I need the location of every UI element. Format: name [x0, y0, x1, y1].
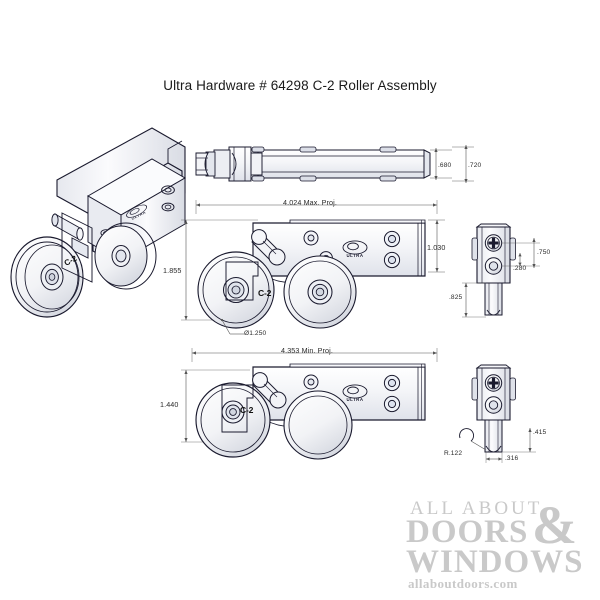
dim-screw-spacing-label: .750: [537, 249, 551, 256]
dimension-screw-spacing: [502, 238, 540, 268]
hub-hole-lower: [484, 396, 503, 414]
part-tag-max-proj: C-2: [258, 288, 272, 298]
dimension-wheel-width-lower: [485, 452, 503, 463]
dim-wheel-diameter-label: Ø1.250: [244, 330, 267, 337]
adjustment-pin-isometric: [51, 213, 89, 259]
page-title: Ultra Hardware # 64298 C-2 Roller Assemb…: [163, 78, 437, 93]
dimension-hole-offset: [518, 253, 522, 266]
dim-radius-label: R.122: [444, 450, 463, 457]
hub-hole-upper: [484, 257, 503, 275]
dim-min-proj-height-label: 1.440: [160, 400, 179, 409]
watermark-url: allaboutdoors.com: [408, 576, 518, 591]
phillips-screw-lower: [484, 374, 503, 392]
adjustment-screw-min: [252, 372, 287, 409]
part-tag-min-proj: C-2: [240, 405, 254, 415]
dimension-wheel-height-upper: [462, 282, 486, 318]
dim-max-proj-length-label: 4.024 Max. Proj.: [283, 198, 337, 207]
watermark-line-1: ALL ABOUT: [410, 498, 543, 519]
wheel-front-isometric: [10, 236, 84, 318]
dimension-max-proj-length: [195, 200, 438, 214]
wheel-front-min: [195, 382, 271, 458]
dim-max-proj-plate-height-label: 1.030: [427, 243, 446, 252]
leader-radius: [459, 428, 487, 451]
dimension-max-proj-plate-height: [428, 219, 445, 273]
dim-min-proj-length-label: 4.353 Min. Proj.: [281, 346, 333, 355]
min-projection-view: [181, 348, 438, 460]
watermark-logo: ALL ABOUT DOORS & WINDOWS allaboutdoors.…: [392, 494, 592, 591]
watermark-line-2: DOORS: [406, 514, 529, 550]
dim-wheel-width-lower-label: .316: [505, 455, 519, 462]
lower-end-view: [459, 364, 536, 463]
dim-top-outer-label: .720: [468, 162, 482, 169]
dimension-wheel-height-lower: [503, 428, 536, 453]
dim-max-proj-height-label: 1.855: [163, 266, 182, 275]
watermark-line-3: WINDOWS: [406, 544, 584, 580]
dim-wheel-height-lower-label: .415: [533, 429, 547, 436]
wheel-rear-max: [283, 255, 357, 329]
dim-hole-offset-label: .280: [513, 265, 527, 272]
dimension-top-outer: [452, 145, 474, 183]
dimension-top-inner: [430, 148, 452, 180]
dim-wheel-height-upper-label: .825: [449, 294, 463, 301]
wheel-rear-min: [283, 390, 353, 460]
upper-end-view: [462, 223, 540, 318]
isometric-view: C-2: [10, 127, 187, 318]
wheel-rear-isometric: [94, 222, 157, 290]
dim-top-inner-label: .680: [438, 162, 452, 169]
leader-wheel-diameter: [220, 318, 244, 335]
watermark-ampersand: &: [532, 495, 577, 555]
adjustment-screw-max: [251, 229, 286, 266]
dimension-min-proj-length: [191, 348, 438, 362]
wheel-front-max: [197, 251, 275, 329]
top-plan-view: [195, 145, 474, 183]
max-projection-view: [181, 200, 445, 335]
phillips-screw-upper: [484, 234, 503, 252]
